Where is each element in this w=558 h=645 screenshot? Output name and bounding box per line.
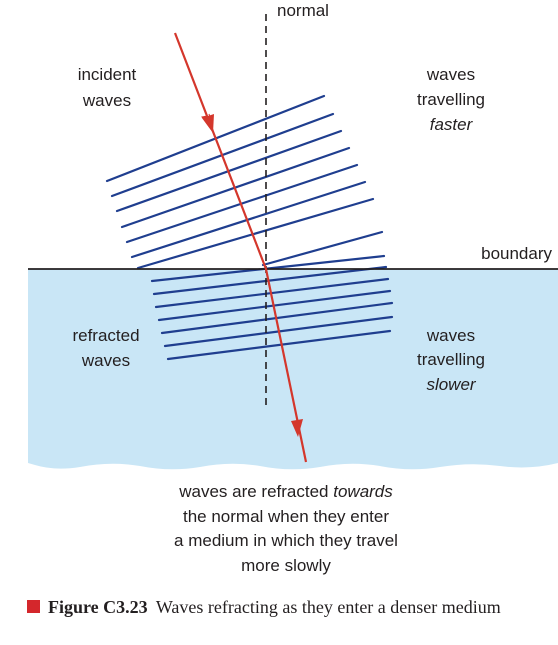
ray-arrowhead-refracted <box>291 419 303 437</box>
summary-line1-plain: waves are refracted <box>178 482 333 501</box>
refracted-waves-label-line2: waves <box>81 351 130 370</box>
incident-wavefronts <box>105 94 384 270</box>
incident-wavefront <box>130 180 367 259</box>
figure-caption: Figure C3.23 Waves refracting as they en… <box>27 595 547 619</box>
summary-line1-emphasis: towards <box>333 482 393 501</box>
slower-label-line3: slower <box>426 375 476 394</box>
refracted-waves-label-line1: refracted <box>72 326 139 345</box>
refracted-wavefront <box>152 265 388 296</box>
normal-label: normal <box>277 1 329 20</box>
incident-waves-label-line1: incident <box>78 65 137 84</box>
summary-line1: waves are refracted towards <box>178 482 393 501</box>
ray-path <box>173 32 308 463</box>
summary-line4: more slowly <box>241 556 331 575</box>
ray-arrowhead-incident-main <box>202 114 214 133</box>
incident-wavefront <box>125 163 359 244</box>
boundary-label: boundary <box>481 244 552 263</box>
ray <box>173 32 308 463</box>
refraction-diagram: normal incident waves waves travelling f… <box>28 1 558 575</box>
incident-wavefront <box>136 197 375 270</box>
faster-label-line3: faster <box>430 115 474 134</box>
faster-label-line1: waves <box>426 65 475 84</box>
caption-square-icon <box>27 600 40 613</box>
slower-label-line2: travelling <box>417 350 485 369</box>
faster-label-line2: travelling <box>417 90 485 109</box>
refracted-wavefront <box>166 329 392 361</box>
incident-waves-label-line2: waves <box>82 91 131 110</box>
incident-wavefront <box>261 230 384 267</box>
figure-caption-text: Waves refracting as they enter a denser … <box>155 597 501 617</box>
slower-label-line1: waves <box>426 326 475 345</box>
figure-number: Figure C3.23 <box>48 597 148 617</box>
summary-line3: a medium in which they travel <box>174 531 398 550</box>
summary-line2: the normal when they enter <box>183 507 389 526</box>
